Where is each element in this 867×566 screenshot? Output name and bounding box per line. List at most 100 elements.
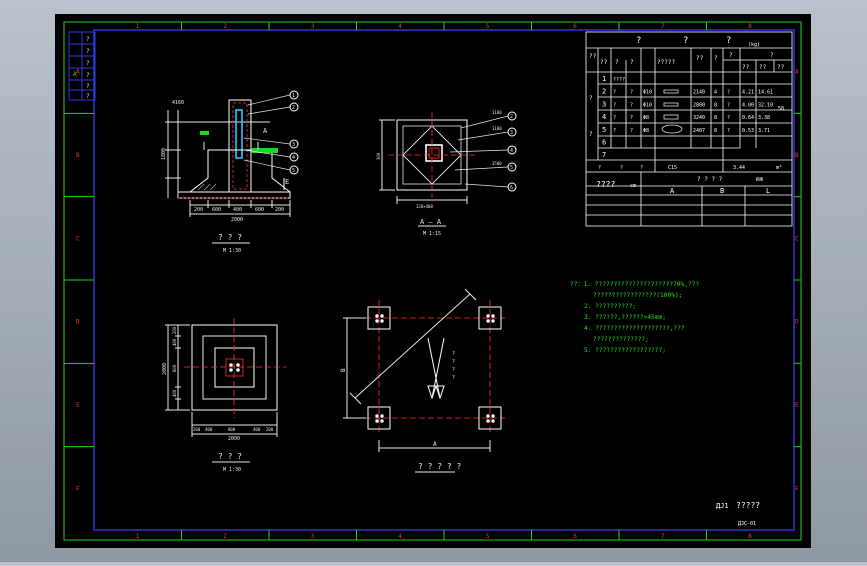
dim-bottom: 200 bbox=[194, 207, 203, 213]
callout-number: 2 bbox=[510, 114, 513, 120]
table-cell: 4.00 bbox=[742, 102, 754, 108]
table-cell: 4.21 bbox=[742, 90, 754, 96]
size-row-unit: cm bbox=[630, 183, 636, 189]
frame-column-label: 1 bbox=[136, 23, 140, 30]
frame-column-label: 3 bbox=[311, 533, 315, 540]
dim-bottom: 200 bbox=[275, 207, 284, 213]
frame-column-label: 1 bbox=[136, 533, 140, 540]
table-title-cell: ? bbox=[683, 36, 688, 46]
size-col: A bbox=[670, 187, 675, 195]
table-cell: ? bbox=[613, 128, 616, 134]
dim-height: 1800 bbox=[161, 148, 167, 160]
section-label-a: A bbox=[263, 127, 268, 135]
size-head: mm bbox=[756, 176, 764, 183]
table-head: ????? bbox=[657, 59, 675, 66]
table-unit: (kg) bbox=[748, 42, 760, 48]
callout-number: 4 bbox=[292, 155, 295, 161]
stamp-row: ? bbox=[86, 93, 90, 100]
north-letter: ? bbox=[452, 367, 455, 373]
frame-column-label: 8 bbox=[748, 23, 752, 30]
dim-top: 4160 bbox=[172, 100, 184, 106]
frame-row-label: B bbox=[76, 152, 80, 159]
table-head: ? bbox=[729, 52, 733, 59]
dim-bottom: 400 bbox=[253, 427, 261, 432]
table-cell: ? bbox=[630, 128, 633, 134]
layout-view-text: B A ? ? ? ? ? ? ? ? ? bbox=[340, 351, 462, 471]
table-cell: 3.38 bbox=[758, 115, 770, 121]
callout-label: 1100 bbox=[492, 110, 502, 115]
design-notes: ??：1. ?????????????????????70%,??? ?????… bbox=[570, 281, 699, 354]
note-line: ??????????????; bbox=[593, 336, 649, 343]
frame-column-label: 7 bbox=[661, 533, 665, 540]
table-cell: 2140 bbox=[693, 90, 705, 96]
dim-bottom: 800 bbox=[228, 427, 236, 432]
table-cell: 0.53 bbox=[742, 128, 754, 134]
frame-row-label: F bbox=[795, 485, 799, 492]
dim-a: A bbox=[433, 441, 437, 448]
frame-row-label: D bbox=[795, 319, 799, 326]
section-scale: M 1:30 bbox=[223, 248, 241, 254]
frame-row-label: A bbox=[76, 69, 80, 76]
concrete-cell: 3.44 bbox=[733, 165, 745, 171]
table-footer: ? ? ? C15 3.44 m³ ???? cm ? ? ? ? mm A B… bbox=[596, 165, 782, 195]
frame-column-label: 7 bbox=[661, 23, 665, 30]
table-head: ?? bbox=[589, 53, 597, 60]
dim-bottom: 200 bbox=[193, 427, 201, 432]
callout-number: 5 bbox=[510, 165, 513, 171]
table-cell: ? bbox=[613, 115, 616, 121]
dim-side: 400 bbox=[172, 389, 177, 397]
dim-bottom: 400 bbox=[205, 427, 213, 432]
note-line: ??：1. ?????????????????????70%,??? bbox=[570, 281, 699, 288]
plan-section-view[interactable] bbox=[379, 111, 517, 227]
table-cell: 4 bbox=[714, 90, 717, 96]
dim-side: 200 bbox=[172, 326, 177, 334]
table-cell: 8 bbox=[714, 115, 717, 121]
rebar-table[interactable] bbox=[585, 31, 793, 227]
table-cell: 3240 bbox=[693, 115, 705, 121]
frame-row-label: C bbox=[795, 235, 799, 242]
table-title-cell: ? bbox=[636, 36, 641, 46]
frame-column-label: 5 bbox=[486, 23, 490, 30]
note-line: 3. ??????,??????>45mm; bbox=[584, 314, 666, 321]
table-head: ?? bbox=[759, 64, 767, 71]
cut-label: A — A bbox=[420, 218, 442, 226]
stamp-row: ? bbox=[86, 48, 90, 55]
plan-view-text: 200 400 800 400 200 2000 2000 200 400 80… bbox=[162, 326, 274, 473]
frame-row-label: E bbox=[795, 402, 799, 409]
table-cell: 2800 bbox=[693, 102, 705, 108]
note-line: 2. ??????????; bbox=[584, 303, 636, 310]
callout-label: 1100 bbox=[492, 126, 502, 131]
outer-frame bbox=[63, 21, 802, 541]
dim-total: 2000 bbox=[228, 436, 240, 442]
callout-number: 3 bbox=[510, 130, 513, 136]
layout-title: ? ? ? ? ? bbox=[418, 462, 462, 471]
table-cell: 7 bbox=[602, 151, 606, 159]
table-head: ?? bbox=[600, 59, 608, 66]
table-cell: 4 bbox=[602, 113, 606, 121]
plan-view[interactable] bbox=[165, 318, 286, 463]
frame-column-label: 4 bbox=[398, 23, 402, 30]
table-cell: 8 bbox=[714, 102, 717, 108]
frame-column-label: 6 bbox=[573, 23, 577, 30]
stamp-side: A bbox=[73, 71, 77, 78]
table-row-group: ? bbox=[589, 95, 593, 102]
table-head: ?? bbox=[696, 55, 704, 62]
frame-row-label: C bbox=[76, 235, 80, 242]
callout-number: 2 bbox=[292, 105, 295, 111]
table-cell: ? bbox=[727, 102, 730, 108]
title-block: ДJ1 ????? ДJC-01 bbox=[716, 501, 760, 527]
size-col: B bbox=[720, 187, 724, 195]
corner-stamp: A ? ? ? ? ? ? bbox=[68, 31, 96, 101]
table-cell: 5 bbox=[602, 126, 606, 134]
table-cell: 3 bbox=[602, 100, 606, 108]
layout-view[interactable] bbox=[343, 288, 505, 473]
table-cell: ? bbox=[630, 115, 633, 121]
section-title: ? ? ? bbox=[218, 233, 242, 242]
size-col: L bbox=[766, 187, 770, 195]
sheet-background bbox=[55, 14, 811, 548]
section-view[interactable] bbox=[165, 90, 299, 244]
frame-column-label: 6 bbox=[573, 533, 577, 540]
table-title-cell: ? bbox=[726, 36, 731, 46]
